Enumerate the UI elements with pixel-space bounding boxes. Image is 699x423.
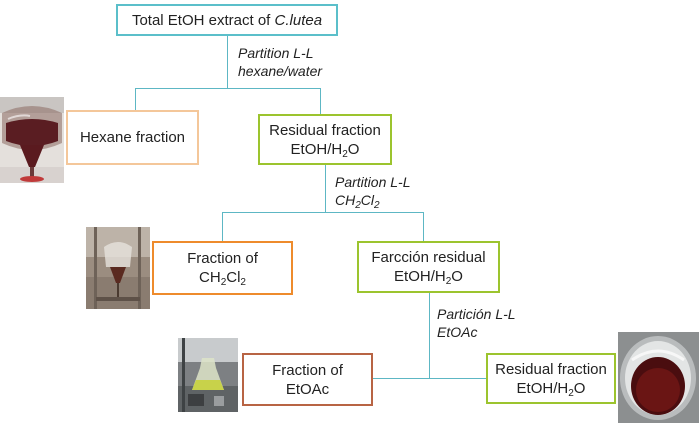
formula-part: Cl xyxy=(226,269,241,286)
connector-line xyxy=(320,88,321,114)
node-fraction-ch2cl2: Fraction of CH2Cl2 xyxy=(152,241,293,295)
partition-label-ch2cl2: Partition L-L CH2Cl2 xyxy=(335,173,411,211)
flask-lab-bench-photo xyxy=(178,338,238,412)
connector-line xyxy=(222,212,223,241)
separatory-funnel-dark-extract-photo xyxy=(0,97,64,183)
node-total-etoh-extract: Total EtOH extract of C.lutea xyxy=(116,4,338,36)
connector-line xyxy=(373,378,486,379)
node-label: Residual fraction xyxy=(269,121,381,139)
node-label: Farcción residual xyxy=(371,249,486,266)
connector-line xyxy=(135,88,320,89)
node-label-formula: CH2Cl2 xyxy=(199,268,246,288)
connector-line xyxy=(222,212,423,213)
formula-part: O xyxy=(573,379,586,397)
formula-part: EtOH/H xyxy=(516,379,569,397)
connector-line xyxy=(325,164,326,212)
separatory-funnel-icon xyxy=(0,97,64,183)
edge-label-line: CH2Cl2 xyxy=(335,191,410,211)
beaker-dark-residue-photo xyxy=(618,332,699,423)
partition-label-etoac: Partición L-L EtOAc xyxy=(437,305,516,341)
node-label: Hexane fraction xyxy=(79,129,186,146)
formula-part: O xyxy=(347,140,360,158)
edge-label-line: Partition L-L xyxy=(238,45,314,61)
connector-line xyxy=(227,36,228,88)
node-text: Total EtOH extract of xyxy=(131,11,275,29)
node-residual-fraction-1: Residual fraction EtOH/H2O xyxy=(258,114,392,165)
lab-bench-funnel-icon xyxy=(86,227,150,309)
formula-part: EtOH/H xyxy=(394,268,446,285)
node-residual-fraction-2: Residual fraction EtOH/H2O xyxy=(486,353,616,404)
formula-subscript: 2 xyxy=(355,200,361,211)
partition-label-hexane-water: Partition L-L hexane/water xyxy=(238,44,322,80)
beaker-icon xyxy=(618,332,699,423)
node-label-formula: EtOH/H2O xyxy=(516,379,586,399)
node-hexane-fraction: Hexane fraction xyxy=(66,110,199,165)
connector-line xyxy=(429,293,430,378)
species-name: C.lutea xyxy=(274,11,323,29)
node-fraction-etoac: Fraction of EtOAc xyxy=(242,353,373,406)
node-label: Fraction of xyxy=(272,361,343,379)
node-farccion-residual: Farcción residual EtOH/H2O xyxy=(357,241,500,293)
formula-subscript: 2 xyxy=(445,276,452,287)
formula-part: CH xyxy=(335,192,356,208)
node-label-formula: EtOH/H2O xyxy=(290,140,360,160)
edge-label-line: Partition L-L xyxy=(335,174,411,190)
edge-label-line: EtOAc xyxy=(437,324,478,340)
node-label: Fraction of xyxy=(187,250,258,267)
node-label: Residual fraction xyxy=(495,360,607,378)
connector-line xyxy=(423,212,424,241)
formula-part: O xyxy=(451,268,463,285)
edge-label-line: Partición L-L xyxy=(437,306,516,322)
formula-subscript: 2 xyxy=(220,277,227,288)
node-label: EtOAc xyxy=(285,380,330,398)
formula-subscript: 2 xyxy=(342,148,348,160)
formula-subscript: 2 xyxy=(568,387,574,399)
formula-part: Cl xyxy=(360,192,375,208)
formula-subscript: 2 xyxy=(240,277,246,288)
flask-icon xyxy=(178,338,238,412)
formula-subscript: 2 xyxy=(374,200,380,211)
formula-part: EtOH/H xyxy=(290,140,343,158)
formula-part: CH xyxy=(199,269,221,286)
node-label: Total EtOH extract of C.lutea xyxy=(132,11,322,30)
node-label-formula: EtOH/H2O xyxy=(394,267,463,287)
separatory-funnel-lab-bench-photo xyxy=(86,227,150,309)
edge-label-line: hexane/water xyxy=(238,63,323,79)
connector-line xyxy=(135,88,136,110)
